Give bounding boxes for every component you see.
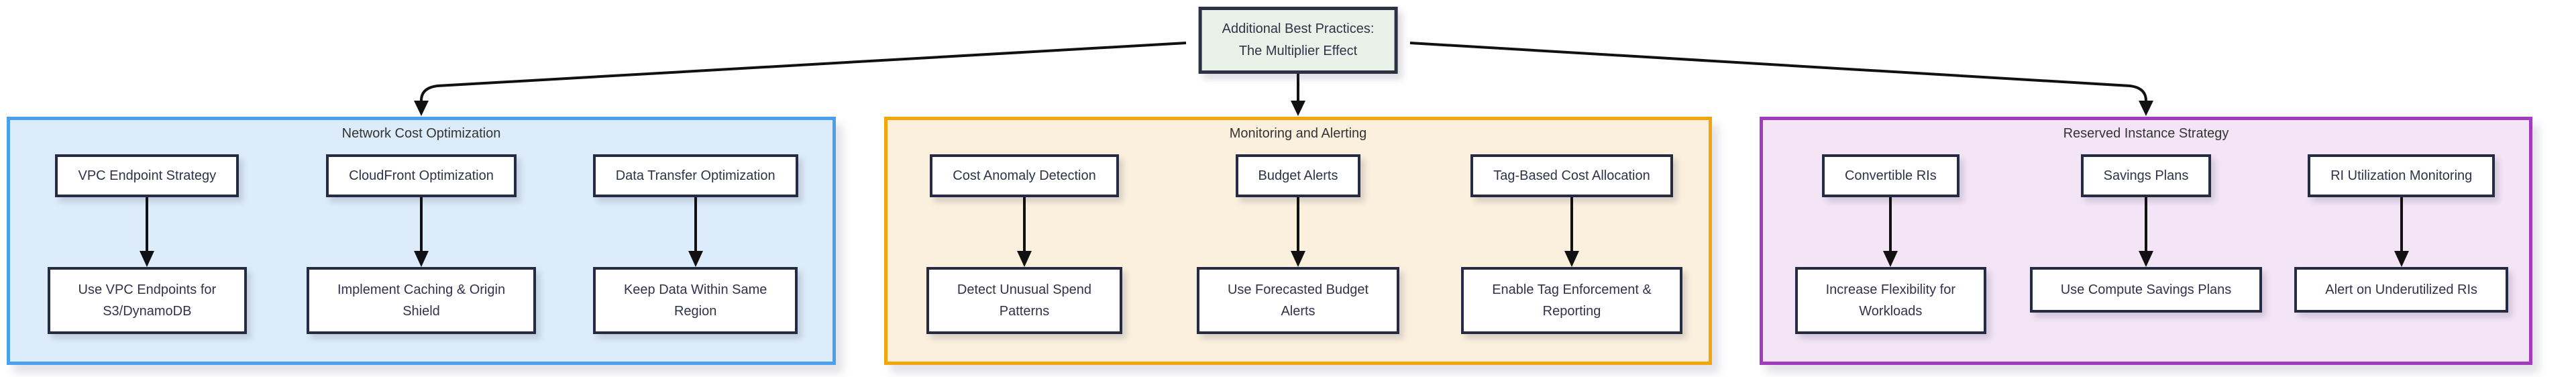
edge-root-to-network xyxy=(414,42,1187,116)
flow-column: CloudFront Optimization Implement Cachin… xyxy=(284,154,559,334)
group-network-cost-optimization: Network Cost Optimization VPC Endpoint S… xyxy=(7,117,836,365)
down-arrow xyxy=(140,197,155,267)
flow-column: VPC Endpoint Strategy Use VPC Endpoints … xyxy=(10,154,284,334)
group-columns: VPC Endpoint Strategy Use VPC Endpoints … xyxy=(10,154,833,362)
arrowhead-icon xyxy=(2139,251,2153,267)
arrowhead-icon xyxy=(414,251,429,267)
node-budget-alerts: Budget Alerts xyxy=(1235,154,1361,197)
group-columns: Cost Anomaly Detection Detect Unusual Sp… xyxy=(888,154,1709,362)
down-arrow xyxy=(1883,197,1898,267)
node-data-transfer-optimization: Data Transfer Optimization xyxy=(592,154,798,197)
down-arrow xyxy=(2139,197,2153,267)
node-keep-data-within-region: Keep Data Within Same Region xyxy=(592,267,798,334)
node-savings-plans: Savings Plans xyxy=(2080,154,2212,197)
node-vpc-endpoint-strategy: VPC Endpoint Strategy xyxy=(55,154,239,197)
down-arrow xyxy=(1564,197,1579,267)
node-ri-utilization-monitoring: RI Utilization Monitoring xyxy=(2308,154,2496,197)
down-arrow xyxy=(414,197,429,267)
node-implement-caching-origin-shield: Implement Caching & Origin Shield xyxy=(306,267,537,334)
flow-column: Cost Anomaly Detection Detect Unusual Sp… xyxy=(888,154,1161,334)
flow-column: Budget Alerts Use Forecasted Budget Aler… xyxy=(1161,154,1435,334)
node-detect-unusual-spend: Detect Unusual Spend Patterns xyxy=(926,267,1123,334)
arrowhead-icon xyxy=(1291,251,1305,267)
group-monitoring-and-alerting: Monitoring and Alerting Cost Anomaly Det… xyxy=(884,117,1712,365)
node-enable-tag-enforcement: Enable Tag Enforcement & Reporting xyxy=(1461,267,1682,334)
arrowhead-icon xyxy=(2394,251,2409,267)
flow-column: Tag-Based Cost Allocation Enable Tag Enf… xyxy=(1435,154,1709,334)
arrowhead-icon xyxy=(688,251,703,267)
node-cost-anomaly-detection: Cost Anomaly Detection xyxy=(930,154,1119,197)
down-arrow xyxy=(2394,197,2409,267)
arrowhead-icon xyxy=(1883,251,1898,267)
flow-column: RI Utilization Monitoring Alert on Under… xyxy=(2273,154,2529,313)
down-arrow xyxy=(1017,197,1032,267)
group-title-monitoring: Monitoring and Alerting xyxy=(1229,126,1367,141)
edge-root-to-monitoring xyxy=(1291,70,1305,116)
node-use-compute-savings-plans: Use Compute Savings Plans xyxy=(2029,267,2263,313)
group-title-reserved: Reserved Instance Strategy xyxy=(2063,126,2229,141)
flow-column: Savings Plans Use Compute Savings Plans xyxy=(2019,154,2274,313)
node-increase-flexibility: Increase Flexibility for Workloads xyxy=(1794,267,1987,334)
flow-column: Data Transfer Optimization Keep Data Wit… xyxy=(558,154,833,334)
node-use-vpc-endpoints: Use VPC Endpoints for S3/DynamoDB xyxy=(47,267,248,334)
arrowhead-icon xyxy=(1564,251,1579,267)
group-columns: Convertible RIs Increase Flexibility for… xyxy=(1763,154,2529,362)
down-arrow xyxy=(688,197,703,267)
arrowhead-icon xyxy=(1017,251,1032,267)
group-reserved-instance-strategy: Reserved Instance Strategy Convertible R… xyxy=(1760,117,2532,365)
edge-root-to-reserved xyxy=(1409,42,2153,116)
node-cloudfront-optimization: CloudFront Optimization xyxy=(326,154,517,197)
flow-column: Convertible RIs Increase Flexibility for… xyxy=(1763,154,2019,334)
arrowhead-icon xyxy=(140,251,155,267)
node-convertible-ris: Convertible RIs xyxy=(1821,154,1960,197)
node-alert-on-underutilized-ris: Alert on Underutilized RIs xyxy=(2294,267,2509,313)
node-use-forecasted-budget-alerts: Use Forecasted Budget Alerts xyxy=(1196,267,1400,334)
group-title-network: Network Cost Optimization xyxy=(341,126,501,141)
down-arrow xyxy=(1291,197,1305,267)
node-additional-best-practices: Additional Best Practices: The Multiplie… xyxy=(1198,7,1398,74)
node-tag-based-cost-allocation: Tag-Based Cost Allocation xyxy=(1470,154,1673,197)
